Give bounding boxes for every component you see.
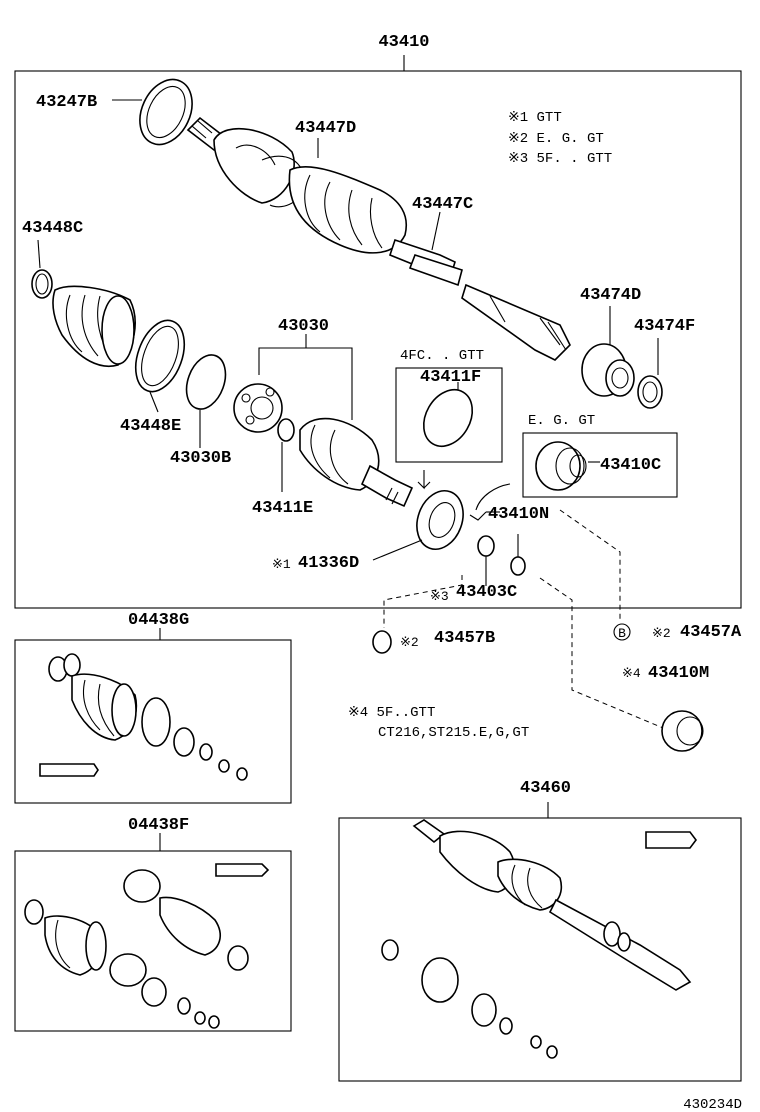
part-43457b-ring bbox=[372, 630, 392, 654]
label-43474d: 43474D bbox=[580, 286, 641, 305]
part-43474f-clamp bbox=[637, 338, 663, 409]
marker-1: ※1 bbox=[272, 557, 291, 572]
label-43030: 43030 bbox=[278, 317, 329, 336]
note-1: ※1 GTT bbox=[508, 110, 562, 126]
label-43447d: 43447D bbox=[295, 119, 356, 138]
part-43410n-clip bbox=[469, 483, 511, 521]
label-43247b: 43247B bbox=[36, 93, 97, 112]
box-label-egt: E. G. GT bbox=[528, 413, 595, 429]
kit-04438g-frame bbox=[14, 639, 292, 804]
marker-2a: ※2 bbox=[400, 635, 419, 650]
marker-b-text: B bbox=[618, 626, 626, 641]
label-43411f: 43411F bbox=[420, 368, 481, 387]
part-43410c-bearing bbox=[535, 441, 600, 491]
part-boot-left bbox=[52, 285, 136, 367]
marker-2b: ※2 bbox=[652, 626, 671, 641]
dash-43457a bbox=[559, 509, 621, 622]
box-43410c bbox=[522, 432, 678, 498]
part-43030-joint bbox=[233, 383, 283, 433]
main-assembly-frame bbox=[14, 70, 742, 609]
drive-shaft-upper bbox=[186, 116, 571, 361]
label-43448e: 43448E bbox=[120, 417, 181, 436]
part-43247b-ring bbox=[139, 78, 193, 146]
label-43410n: 43410N bbox=[488, 505, 549, 524]
label-43411e: 43411E bbox=[252, 499, 313, 518]
box-43411f bbox=[395, 367, 503, 463]
part-43411f-ring bbox=[422, 388, 474, 448]
part-43030b-ring bbox=[185, 354, 227, 448]
label-43457b: 43457B bbox=[434, 629, 495, 648]
part-43403c-ring-a bbox=[477, 535, 495, 557]
diagram-code: 430234D bbox=[683, 1097, 742, 1112]
label-43403c: 43403C bbox=[456, 583, 517, 602]
leader-43447c bbox=[431, 211, 441, 251]
label-43448c: 43448C bbox=[22, 219, 83, 238]
part-43448c-clamp bbox=[31, 239, 53, 299]
note-2: ※2 E. G. GT bbox=[508, 131, 604, 147]
label-43460: 43460 bbox=[520, 779, 571, 798]
marker-4: ※4 bbox=[622, 666, 641, 681]
note-4-line1: ※4 5F..GTT bbox=[348, 705, 435, 721]
label-43457a: 43457A bbox=[680, 623, 742, 642]
arrow-indicator bbox=[417, 470, 431, 490]
part-43448e-band bbox=[134, 319, 186, 413]
label-04438f: 04438F bbox=[128, 816, 189, 835]
label-43474f: 43474F bbox=[634, 317, 695, 336]
assy-43460-parts bbox=[381, 819, 697, 1059]
part-inner-joint-shaft bbox=[299, 417, 414, 508]
label-43410: 43410 bbox=[378, 33, 429, 52]
box-label-4fc: 4FC. . GTT bbox=[400, 348, 484, 364]
part-43411e-ring bbox=[277, 418, 295, 492]
label-43410m: 43410M bbox=[648, 664, 709, 683]
kit-04438f-frame bbox=[14, 850, 292, 1032]
label-43410c: 43410C bbox=[600, 456, 661, 475]
part-43403c-ring-b bbox=[510, 556, 526, 576]
note-3: ※3 5F. . GTT bbox=[508, 151, 612, 167]
part-43410m-seal bbox=[661, 710, 704, 752]
part-43247b-ring-inner bbox=[146, 85, 186, 139]
dash-43457b bbox=[383, 575, 463, 628]
marker-3: ※3 bbox=[430, 589, 449, 604]
dash-43410m bbox=[539, 577, 669, 731]
marker-b-circle bbox=[613, 623, 631, 641]
part-43474d-housing bbox=[581, 306, 635, 397]
kit-04438f-parts bbox=[24, 863, 270, 1029]
note-4-line2: CT216,ST215.E,G,GT bbox=[378, 725, 529, 741]
label-43447c: 43447C bbox=[412, 195, 473, 214]
assy-43460-frame bbox=[338, 817, 742, 1082]
label-43030b: 43030B bbox=[170, 449, 231, 468]
kit-04438g-parts bbox=[39, 653, 248, 781]
part-41336d-bearing bbox=[372, 490, 464, 561]
label-04438g: 04438G bbox=[128, 611, 189, 630]
label-41336d: 41336D bbox=[298, 554, 359, 573]
